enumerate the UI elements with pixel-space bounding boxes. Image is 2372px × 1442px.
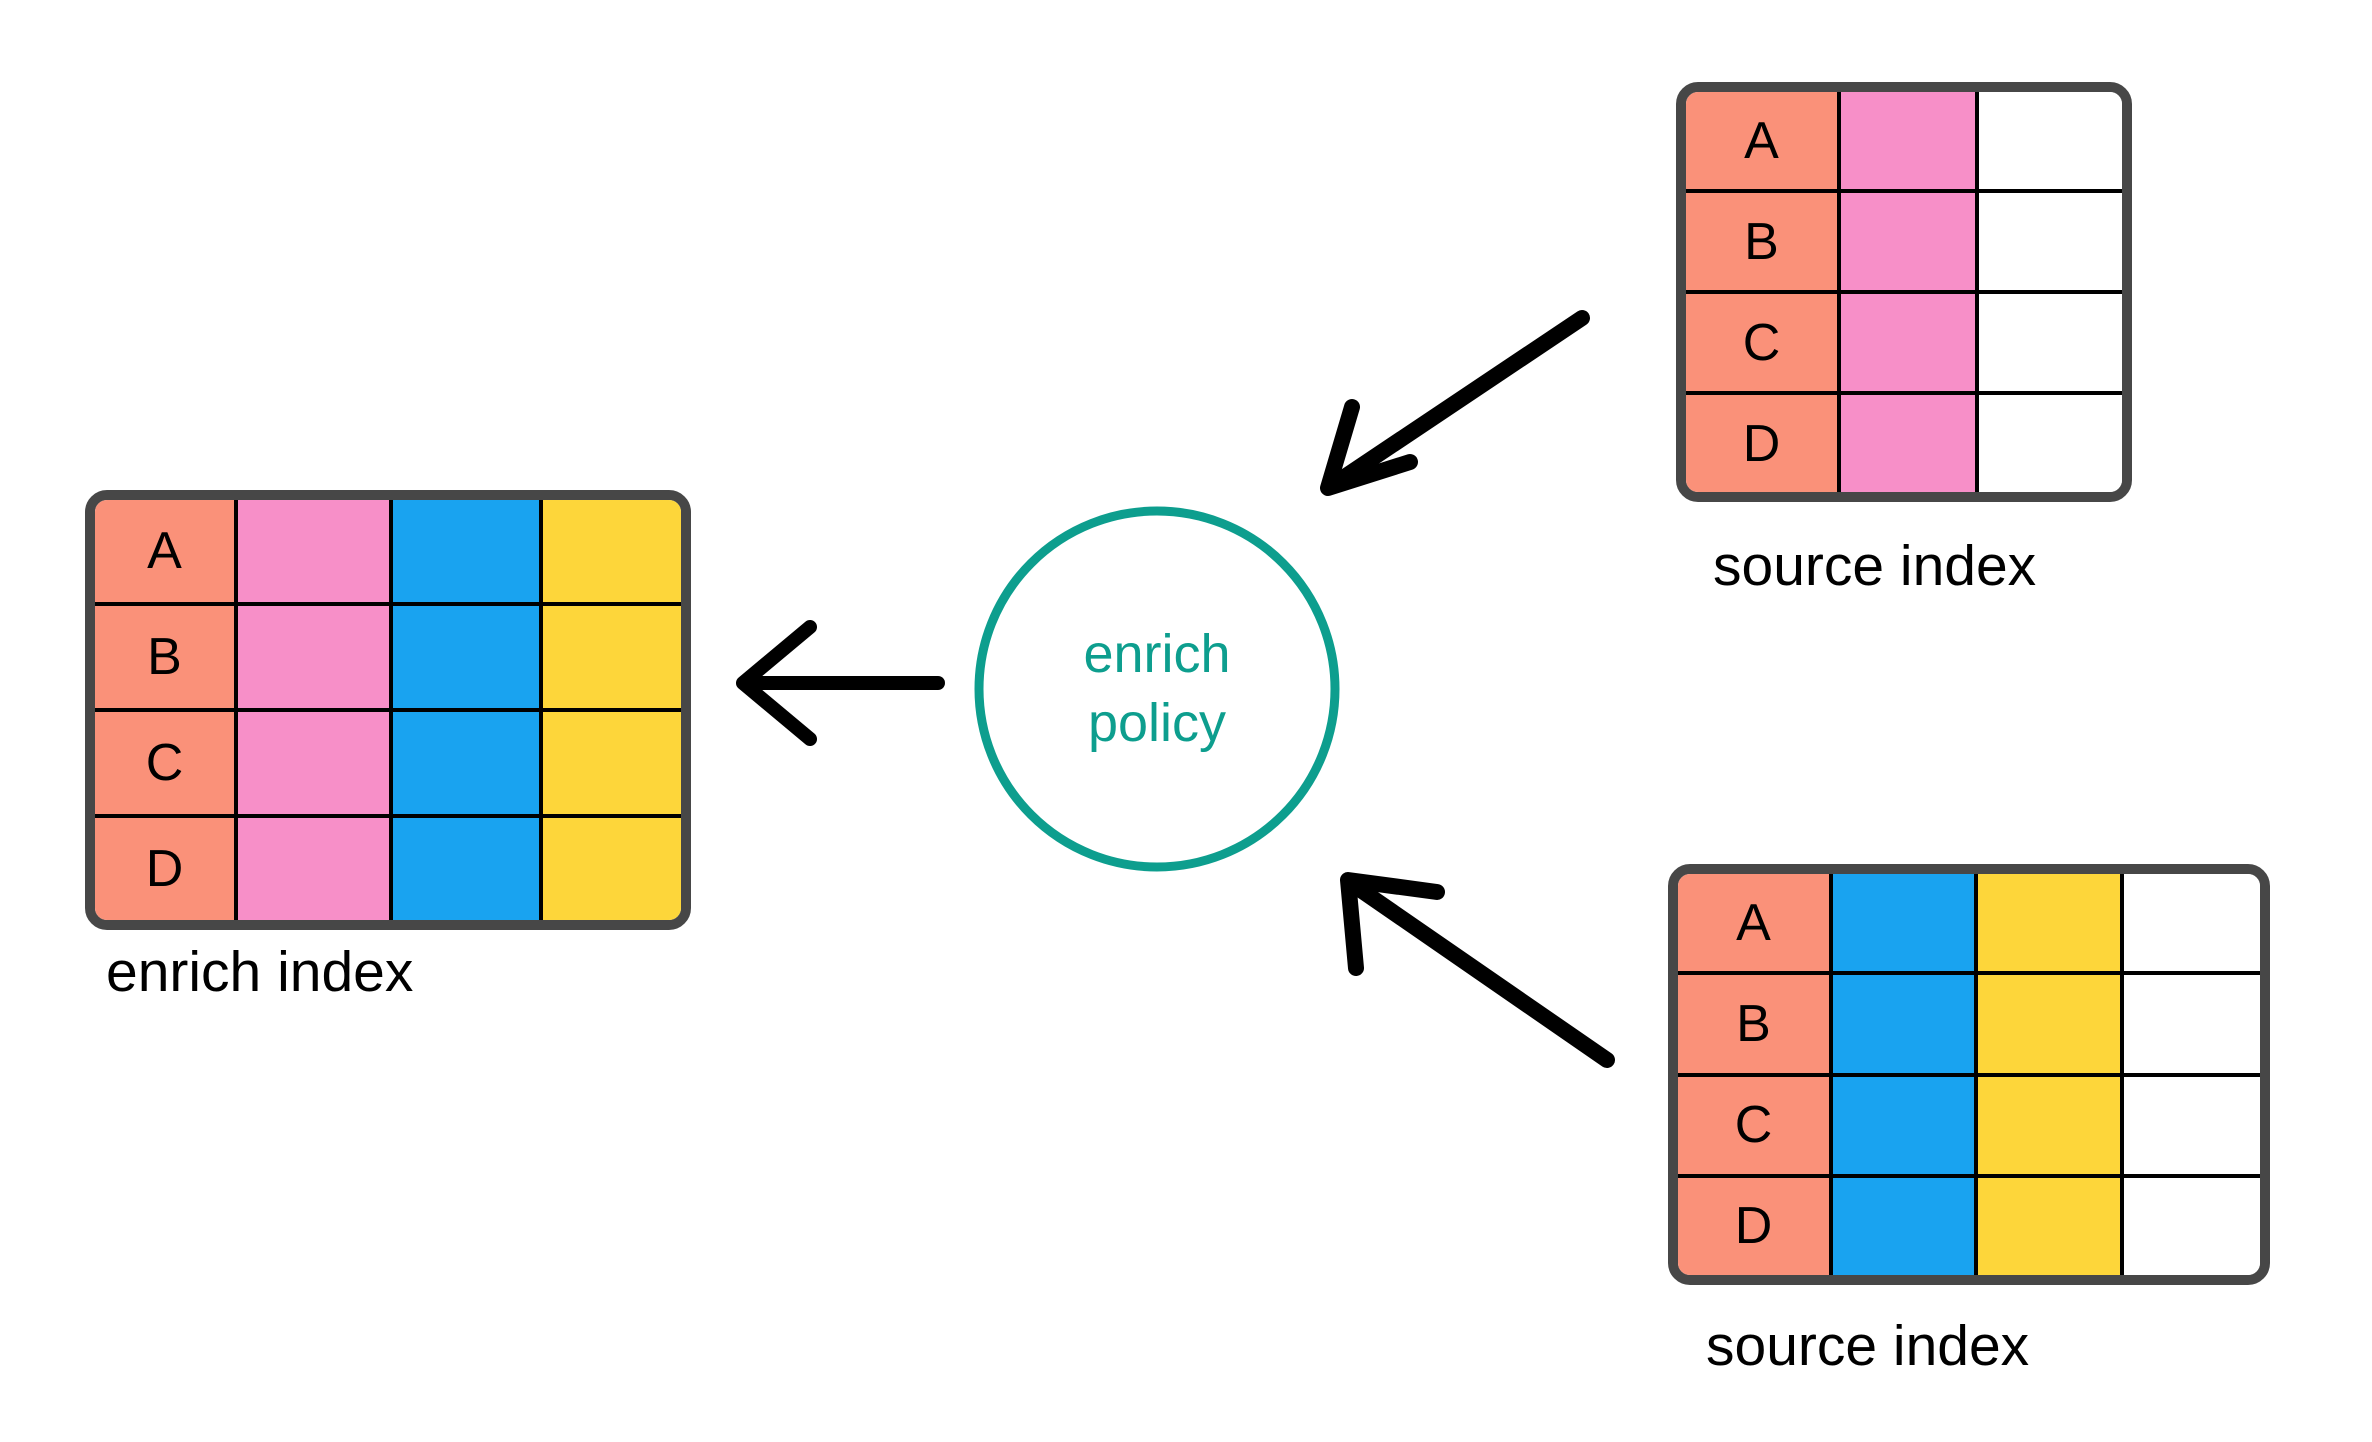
source-bottom-row-key-cell: A [1678,874,1833,972]
table-row: D [95,818,681,920]
source-bottom-yellow-field-cell [1978,1177,2124,1275]
enrich-yellow-field-cell [543,818,681,920]
source-bottom-yellow-field-cell [1978,874,2124,972]
enrich-index-caption: enrich index [106,940,414,1004]
enrich-pink-field-cell [238,818,393,920]
source-bottom-blue-field-cell [1833,975,1978,1073]
table-row: C [1686,294,2122,395]
table-row: B [1686,193,2122,294]
table-row: C [1678,1076,2260,1178]
enrich-row-key-cell: D [95,818,238,920]
source-top-row-key-cell: D [1686,395,1841,492]
source-bottom-row-key-cell: B [1678,975,1833,1073]
enrich-index-table: A B C D [85,490,691,930]
source-bottom-empty-field-cell [2124,975,2260,1073]
source-top-empty-field-cell [1979,395,2122,492]
source-bottom-empty-field-cell [2124,874,2260,972]
enrich-policy-node: enrich policy [972,504,1342,874]
source-top-pink-field-cell [1841,92,1979,189]
enrich-row-key-cell: B [95,606,238,708]
enrich-pink-field-cell [238,500,393,602]
source-index-table-bottom: A B C D [1668,864,2270,1285]
table-row: A [1678,874,2260,976]
source-top-row-key-cell: B [1686,193,1841,290]
source-bottom-empty-field-cell [2124,1076,2260,1174]
source-bottom-blue-field-cell [1833,874,1978,972]
source-bottom-blue-field-cell [1833,1076,1978,1174]
enrich-blue-field-cell [393,712,543,814]
table-row: A [95,500,681,606]
source-bottom-yellow-field-cell [1978,975,2124,1073]
enrich-yellow-field-cell [543,500,681,602]
source-top-pink-field-cell [1841,193,1979,290]
enrich-yellow-field-cell [543,606,681,708]
source-top-empty-field-cell [1979,294,2122,391]
source-index-caption-bottom: source index [1706,1314,2030,1378]
table-row: B [1678,975,2260,1077]
source-top-pink-field-cell [1841,395,1979,492]
enrich-row-key-cell: C [95,712,238,814]
enrich-blue-field-cell [393,500,543,602]
table-row: A [1686,92,2122,193]
enrich-policy-circle-icon [974,506,1340,872]
enrich-blue-field-cell [393,818,543,920]
source-top-row-key-cell: A [1686,92,1841,189]
source-bottom-row-key-cell: C [1678,1076,1833,1174]
table-row: D [1686,395,2122,492]
arrow-source-top-to-policy [1320,310,1590,496]
source-index-table-top: A B C D [1676,82,2132,502]
source-top-empty-field-cell [1979,193,2122,290]
source-bottom-yellow-field-cell [1978,1076,2124,1174]
enrich-pink-field-cell [238,606,393,708]
source-bottom-empty-field-cell [2124,1177,2260,1275]
arrow-source-bottom-to-policy [1340,872,1615,1068]
source-top-empty-field-cell [1979,92,2122,189]
table-row: B [95,606,681,712]
enrich-row-key-cell: A [95,500,238,602]
enrich-yellow-field-cell [543,712,681,814]
table-row: C [95,712,681,818]
source-bottom-row-key-cell: D [1678,1177,1833,1275]
arrow-policy-to-enrich-index [736,620,945,746]
enrich-blue-field-cell [393,606,543,708]
source-top-row-key-cell: C [1686,294,1841,391]
enrich-pink-field-cell [238,712,393,814]
source-top-pink-field-cell [1841,294,1979,391]
table-row: D [1678,1177,2260,1275]
source-index-caption-top: source index [1713,534,2037,598]
source-bottom-blue-field-cell [1833,1177,1978,1275]
